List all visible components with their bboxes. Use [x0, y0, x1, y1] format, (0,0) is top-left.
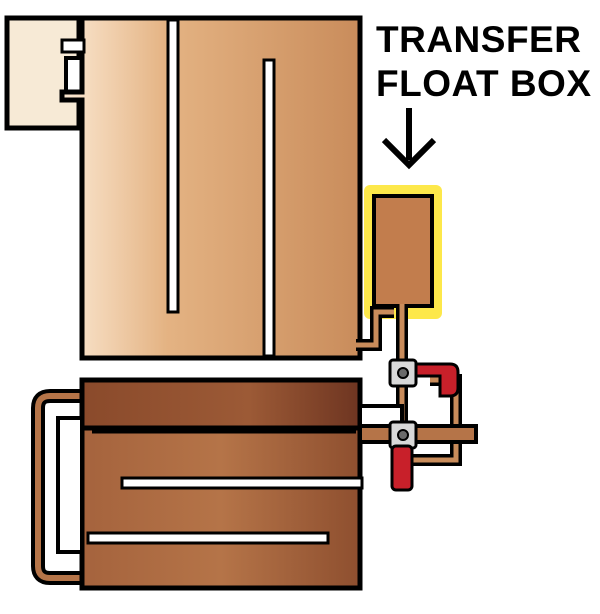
partition-wall-2 — [262, 58, 276, 358]
flue-pan — [4, 15, 363, 361]
label-line-2: FLOAT BOX — [376, 63, 592, 104]
pan-inlet-notch — [60, 38, 86, 54]
syrup-pan-body — [79, 425, 363, 591]
valve-icon — [388, 358, 460, 398]
float-box — [372, 194, 434, 308]
transfer-float-box-label: TRANSFER FLOAT BOX — [376, 18, 598, 106]
upper-valve-handle — [414, 362, 460, 398]
partition-wall-1 — [166, 18, 180, 314]
valve-icon — [388, 420, 418, 492]
outlet-pipe — [358, 424, 478, 444]
lower-valve-handle — [390, 444, 414, 492]
flue-pan-body — [59, 15, 363, 361]
transfer-float-box — [356, 185, 442, 430]
syrup-pan-end-box — [56, 416, 84, 554]
syrup-pan — [31, 377, 404, 591]
label-line-1: TRANSFER — [376, 19, 582, 60]
syrup-pan-top-channel — [79, 377, 363, 431]
syrup-baffle-1 — [120, 476, 364, 490]
down-arrow-icon — [381, 108, 437, 170]
syrup-baffle-2 — [86, 531, 330, 545]
